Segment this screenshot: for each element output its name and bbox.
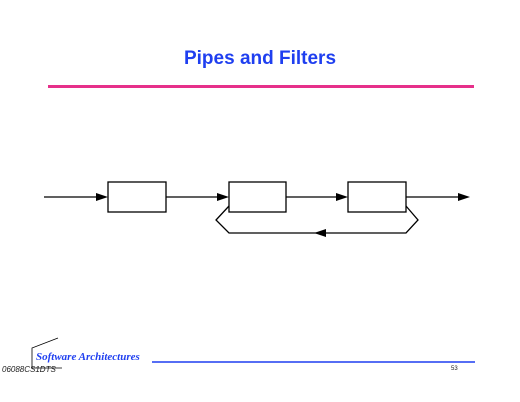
title-underline — [48, 85, 474, 88]
footer-brand: Software Architectures — [36, 351, 140, 363]
filter-box-3 — [347, 181, 407, 213]
page-number: 53 — [451, 366, 458, 372]
footer-bracket — [31, 337, 59, 368]
footer-document-code: 06088CS1DTS — [2, 365, 56, 374]
feedback-arrowhead — [314, 229, 326, 237]
filter-box-1 — [107, 181, 167, 213]
output-arrowhead — [458, 193, 470, 201]
arrowhead-1-2 — [217, 193, 229, 201]
input-arrowhead — [96, 193, 108, 201]
slide-title: Pipes and Filters — [183, 48, 337, 69]
filter-box-2 — [228, 181, 287, 213]
arrowhead-2-3 — [336, 193, 348, 201]
